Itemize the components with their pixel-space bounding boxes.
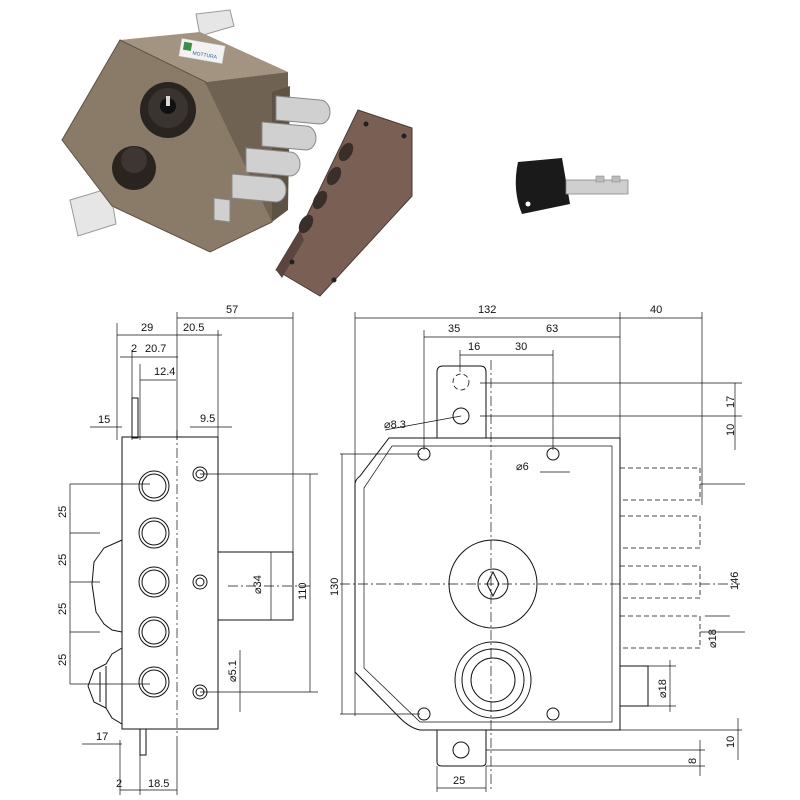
- dim-25-a: 25: [57, 506, 69, 518]
- dim-25-c: 25: [57, 603, 69, 615]
- strike-plate-photo: [275, 109, 413, 297]
- side-rosette: [91, 539, 123, 633]
- side-cylinder: [217, 551, 294, 621]
- dim-35: 35: [448, 323, 460, 335]
- dim-30: 30: [515, 341, 527, 353]
- dim-20-7: 20.7: [145, 343, 166, 355]
- dim-18-bolt: ⌀18: [707, 629, 719, 648]
- dim-146: 146: [729, 572, 741, 590]
- dim-17-side: 17: [96, 731, 108, 743]
- dim-18-latch: ⌀18: [657, 679, 669, 698]
- dim-8: 8: [687, 758, 699, 764]
- dim-34: ⌀34: [252, 575, 264, 594]
- front-knob: [454, 641, 532, 719]
- front-top-tab: [436, 365, 487, 438]
- dim-18-5: 18.5: [148, 778, 169, 790]
- dim-2-bot: 2: [116, 778, 122, 790]
- dim-40: 40: [650, 304, 662, 316]
- dim-10-bot: 10: [725, 736, 737, 748]
- dim-29: 29: [141, 322, 153, 334]
- dim-9-5: 9.5: [200, 413, 215, 425]
- dim-20-5: 20.5: [183, 322, 204, 334]
- lock-photo: MOTTURA: [61, 9, 331, 253]
- dim-110: 110: [297, 582, 309, 600]
- front-view-drawing: 132 40 35 63 16 30 17 10 ⌀8.3 ⌀6: [329, 304, 745, 792]
- dim-5-1: ⌀5.1: [227, 660, 239, 682]
- dim-25-d: 25: [57, 654, 69, 666]
- brand-logo: MOTTURA: [192, 50, 218, 60]
- dim-12-4: 12.4: [154, 366, 175, 378]
- dim-57: 57: [226, 304, 238, 316]
- side-view-drawing: 57 29 20.5 2 20.7 12.4 15 9.5 ⌀34: [57, 304, 318, 795]
- dim-10-top: 10: [725, 424, 737, 436]
- dim-17-front: 17: [725, 396, 737, 408]
- dim-6: ⌀6: [516, 461, 529, 473]
- dim-2-top: 2: [131, 343, 137, 355]
- front-bottom-tab: [436, 730, 487, 767]
- dim-8-3: ⌀8.3: [384, 419, 406, 431]
- front-lock-body: [354, 437, 621, 731]
- front-cylinder: [448, 539, 538, 629]
- key-photo: [515, 158, 629, 214]
- dim-15: 15: [98, 414, 110, 426]
- dim-63: 63: [546, 323, 558, 335]
- dim-130: 130: [329, 578, 341, 596]
- dim-25-front: 25: [453, 775, 465, 787]
- key-head: [515, 158, 570, 214]
- side-knob: [87, 647, 123, 725]
- dim-132: 132: [478, 304, 496, 316]
- dim-25-b: 25: [57, 554, 69, 566]
- front-latch: [619, 665, 649, 707]
- dim-16: 16: [468, 341, 480, 353]
